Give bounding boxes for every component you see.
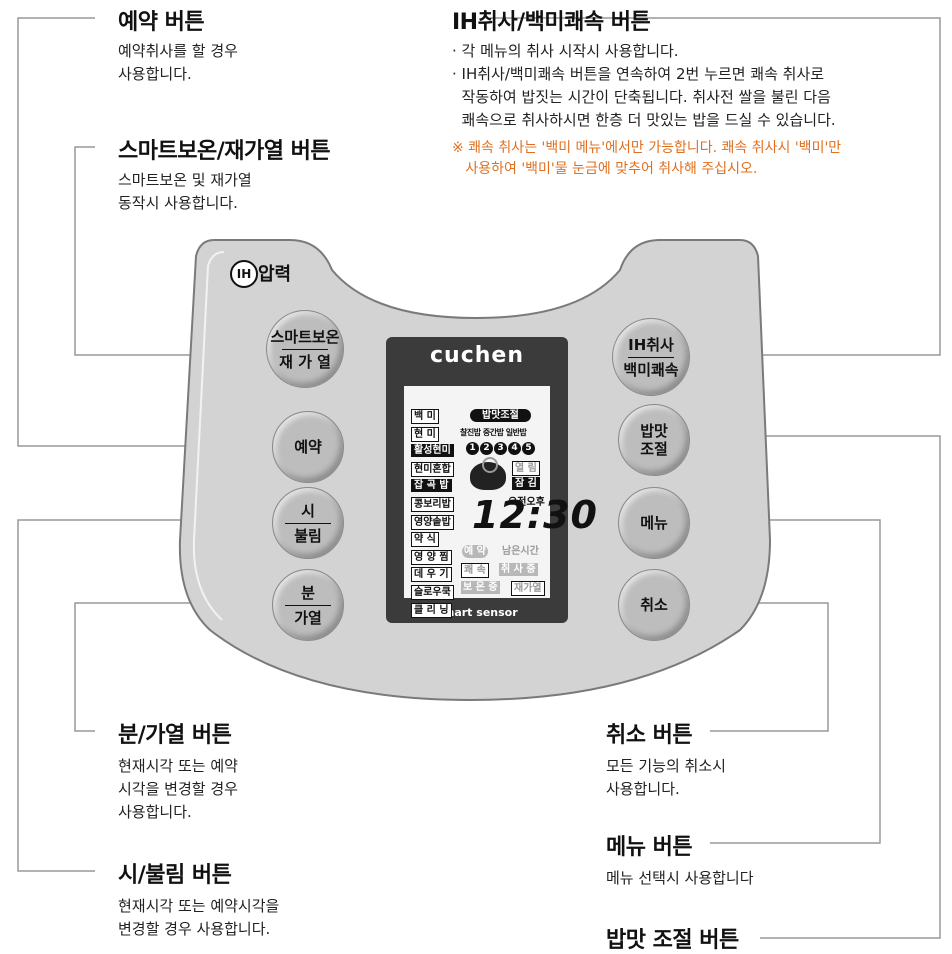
taste-label-1: 밥맛 xyxy=(640,422,668,440)
menu-label: 메뉴 xyxy=(640,514,668,532)
lcd-menu-item: 현미혼합 xyxy=(411,461,454,477)
lcd-remaining: 남은시간 xyxy=(502,546,539,557)
ih-desc-2: · IH취사/백미쾌속 버튼을 연속하여 2번 누르면 쾌속 취사로 xyxy=(452,65,825,83)
ih-desc-1: · 각 메뉴의 취사 시작시 사용합니다. xyxy=(452,42,679,60)
reserve-desc-1: 예약취사를 할 경우 xyxy=(118,42,238,60)
smart-warm-label: 스마트보온 xyxy=(270,327,340,346)
ih-logo-icon: IH xyxy=(230,260,258,288)
steam-icon xyxy=(482,457,498,473)
reserve-label: 예약 xyxy=(294,438,322,456)
lcd-menu-item: 현 미 xyxy=(411,426,439,442)
brand-logo: cuchen xyxy=(430,343,524,368)
hour-title: 시/불림 버튼 xyxy=(118,863,232,888)
level-circle: 2 xyxy=(480,442,493,455)
level-circle: 3 xyxy=(494,442,507,455)
minute-desc-2: 시각을 변경할 경우 xyxy=(118,780,238,798)
cancel-desc-2: 사용합니다. xyxy=(606,780,680,798)
level-circle: 1 xyxy=(466,442,479,455)
menu-title: 메뉴 버튼 xyxy=(606,835,693,860)
lcd-cooking: 취 사 중 xyxy=(499,563,538,576)
smart-title: 스마트보온/재가열 버튼 xyxy=(118,139,331,164)
lcd-menu-item: 영양솥밥 xyxy=(411,514,454,530)
hour-desc-1: 현재시각 또는 예약시각을 xyxy=(118,897,280,915)
minute-title: 분/가열 버튼 xyxy=(118,723,232,748)
level-circle: 4 xyxy=(508,442,521,455)
minute-label: 분 xyxy=(301,583,315,602)
taste-control-button[interactable]: 밥맛 조절 xyxy=(618,404,690,476)
cancel-button[interactable]: 취소 xyxy=(618,569,690,641)
ih-note-1: ※ 쾌속 취사는 '백미 메뉴'에서만 가능합니다. 쾌속 취사시 '백미'만 xyxy=(452,140,842,156)
soak-label: 불림 xyxy=(294,526,322,545)
quick-label: 백미쾌속 xyxy=(623,360,679,379)
smart-sensor-label: smart sensor xyxy=(436,606,518,619)
reserve-title: 예약 버튼 xyxy=(118,10,205,35)
hour-label: 시 xyxy=(301,501,315,520)
lcd-reserve: 예 약 xyxy=(462,545,488,558)
ih-cook-quick-button[interactable]: IH취사 백미쾌속 xyxy=(612,318,690,396)
minute-desc-1: 현재시각 또는 예약 xyxy=(118,757,238,775)
ih-cook-label: IH취사 xyxy=(628,335,674,354)
minute-heat-button[interactable]: 분 가열 xyxy=(272,569,344,641)
reserve-desc-2: 사용합니다. xyxy=(118,65,192,83)
lcd-menu-item: 슬로우쿡 xyxy=(411,585,454,600)
ih-desc-4: 쾌속으로 취사하시면 한층 더 맛있는 밥을 드실 수 있습니다. xyxy=(452,111,836,129)
smart-desc-2: 동작시 사용합니다. xyxy=(118,194,238,212)
lcd-menu-item: 약 식 xyxy=(411,532,439,548)
lcd-menu-item: 영 양 찜 xyxy=(411,549,452,565)
lcd-menu-item: 클 리 닝 xyxy=(411,602,452,618)
lcd-menu-item: 데 우 기 xyxy=(411,567,452,583)
lcd-reheat: 재가열 xyxy=(511,581,545,596)
lcd-taste-options: 찰진밥 중간밥 일반밥 xyxy=(460,428,527,437)
menu-button[interactable]: 메뉴 xyxy=(618,487,690,559)
lcd-menu-item: 잡 곡 밥 xyxy=(411,479,452,493)
reserve-button[interactable]: 예약 xyxy=(272,411,344,483)
logo-text: 압력 xyxy=(258,264,292,285)
lcd-ampm: 오전오후 xyxy=(508,497,545,508)
cancel-title: 취소 버튼 xyxy=(606,723,693,748)
menu-desc-1: 메뉴 선택시 사용합니다 xyxy=(606,869,754,887)
ih-desc-3: 작동하여 밥짓는 시간이 단축됩니다. 취사전 쌀을 불린 다음 xyxy=(452,88,831,106)
taste-title: 밥맛 조절 버튼 xyxy=(606,928,739,953)
lcd-warming: 보 온 중 xyxy=(461,581,500,594)
ih-note-2: 사용하여 '백미'물 눈금에 맞추어 취사해 주십시오. xyxy=(452,161,758,177)
minute-desc-3: 사용합니다. xyxy=(118,803,192,821)
lcd-menu-item: 활성현미 xyxy=(411,444,454,458)
level-circle: 5 xyxy=(522,442,535,455)
hour-soak-button[interactable]: 시 불림 xyxy=(272,487,344,559)
reheat-label: 재 가 열 xyxy=(279,352,331,371)
lcd-quick: 쾌 속 xyxy=(461,563,489,578)
ih-title: IH취사/백미쾌속 버튼 xyxy=(452,10,651,35)
lcd-clock: 12:30 xyxy=(472,493,598,537)
cancel-label: 취소 xyxy=(640,596,668,614)
lcd-menu-item: 콩보리밥 xyxy=(411,497,454,512)
lcd-menu-item: 백 미 xyxy=(411,409,439,424)
smart-warm-reheat-button[interactable]: 스마트보온 재 가 열 xyxy=(266,310,344,388)
smart-desc-1: 스마트보온 및 재가열 xyxy=(118,171,252,189)
lcd-lock: 잠 김 xyxy=(512,477,540,490)
lcd-taste-label: 밥맛조절 xyxy=(470,409,531,422)
cancel-desc-1: 모든 기능의 취소시 xyxy=(606,757,726,775)
taste-label-2: 조절 xyxy=(640,440,668,458)
heat-label: 가열 xyxy=(294,608,322,627)
hour-desc-2: 변경할 경우 사용합니다. xyxy=(118,920,271,938)
lcd-open: 열 림 xyxy=(512,461,540,476)
